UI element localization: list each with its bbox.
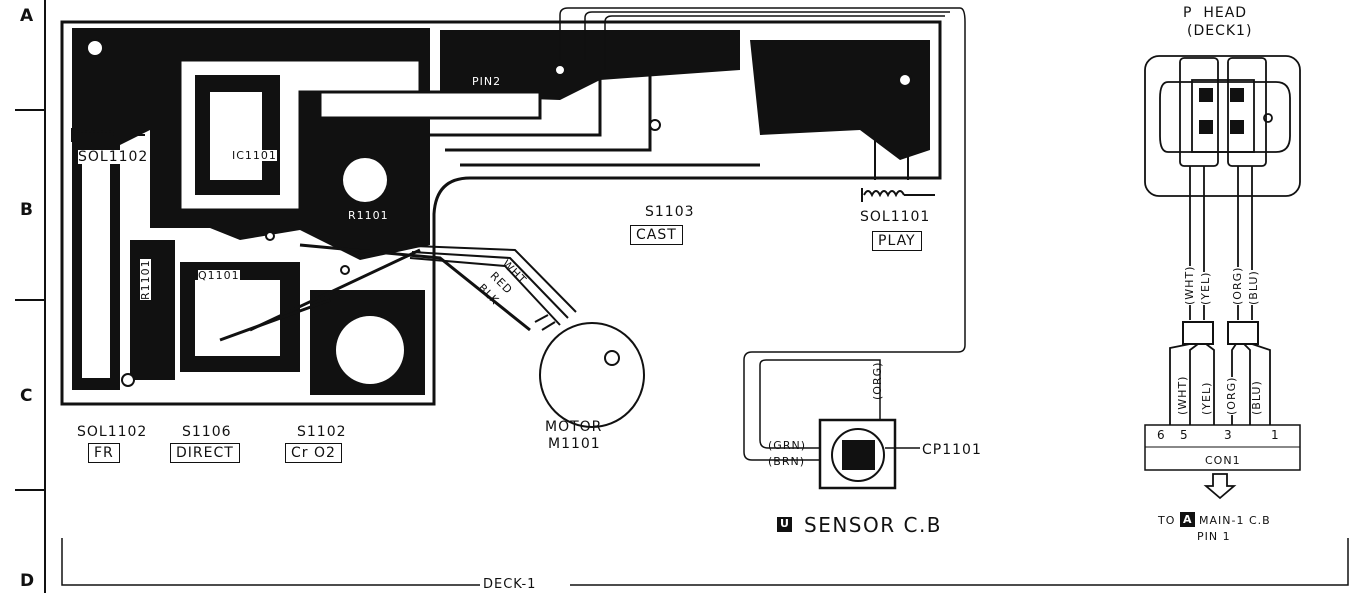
- to-pin: PIN 1: [1197, 530, 1231, 543]
- head-wire-top-wht: (WHT): [1183, 265, 1196, 305]
- bottom-ref-s1106: S1106: [182, 424, 232, 440]
- row-label-b: B: [20, 200, 34, 220]
- motor-label: MOTOR: [545, 419, 603, 435]
- r1101-label: R1101: [348, 209, 389, 222]
- to-letter: A: [1183, 513, 1193, 526]
- pcb-board: [60, 20, 942, 406]
- con-pin-3: 3: [1224, 428, 1233, 442]
- bottom-ref-s1102: S1102: [297, 424, 347, 440]
- s1103-label: S1103: [645, 204, 695, 220]
- p-head-title: P HEAD: [1183, 5, 1248, 21]
- con-pin-6: 6: [1157, 428, 1166, 442]
- connector-label: CON1: [1205, 454, 1241, 467]
- sensor-wire-org: (ORG): [871, 361, 884, 400]
- sol1102-top-label: SOL1102: [78, 149, 149, 165]
- head-wire-bottom-yel: (YEL): [1200, 381, 1213, 415]
- sol1101-label: SOL1101: [860, 209, 931, 225]
- deck-label: DECK-1: [483, 577, 537, 592]
- sol1101-coil: [861, 140, 935, 202]
- head-wire-bottom-wht: (WHT): [1176, 375, 1189, 415]
- pin2-label: PIN2: [472, 75, 502, 88]
- sensor-letter-box: [777, 517, 792, 532]
- sensor-letter: U: [780, 517, 790, 530]
- head-wire-top-yel: (YEL): [1199, 271, 1212, 305]
- sensor-board: [818, 418, 920, 490]
- sol1101-name: PLAY: [872, 231, 922, 251]
- con-pin-5: 5: [1180, 428, 1189, 442]
- to-board: MAIN-1 C.B: [1199, 514, 1271, 527]
- sensor-wire-brn: (BRN): [768, 455, 806, 468]
- row-label-d: D: [20, 571, 36, 591]
- head-wire-bottom-org: (ORG): [1225, 376, 1238, 415]
- s1103-name: CAST: [630, 225, 683, 245]
- p-head-subtitle: (DECK1): [1187, 23, 1253, 39]
- ic1101-label: IC1101: [232, 149, 277, 162]
- sensor-harness: [559, 7, 966, 461]
- to-prefix: TO: [1158, 514, 1176, 527]
- q1101-label: Q1101: [198, 269, 240, 282]
- con-pin-1: 1: [1271, 428, 1280, 442]
- bottom-name-cro2: Cr O2: [285, 443, 342, 463]
- bottom-name-fr: FR: [88, 443, 120, 463]
- sol1102-coil: [71, 128, 145, 142]
- motor-ref-label: M1101: [548, 436, 601, 452]
- sensor-title: SENSOR C.B: [804, 513, 943, 537]
- sensor-wire-grn: (GRN): [768, 439, 806, 452]
- cp1101-label: CP1101: [922, 442, 982, 458]
- head-wire-top-org: (ORG): [1231, 266, 1244, 305]
- row-ruler: [15, 0, 46, 593]
- row-label-a: A: [20, 6, 35, 26]
- motor-m1101: [409, 245, 645, 428]
- head-wire-bottom-blu: (BLU): [1250, 380, 1263, 415]
- row-label-c: C: [20, 386, 34, 406]
- bottom-name-direct: DIRECT: [170, 443, 240, 463]
- deck-bracket: [61, 538, 1349, 586]
- r1101-left-label: R1101: [139, 259, 152, 300]
- head-wire-top-blu: (BLU): [1247, 270, 1260, 305]
- to-letter-box: [1180, 512, 1195, 527]
- bottom-ref-sol1102: SOL1102: [77, 424, 148, 440]
